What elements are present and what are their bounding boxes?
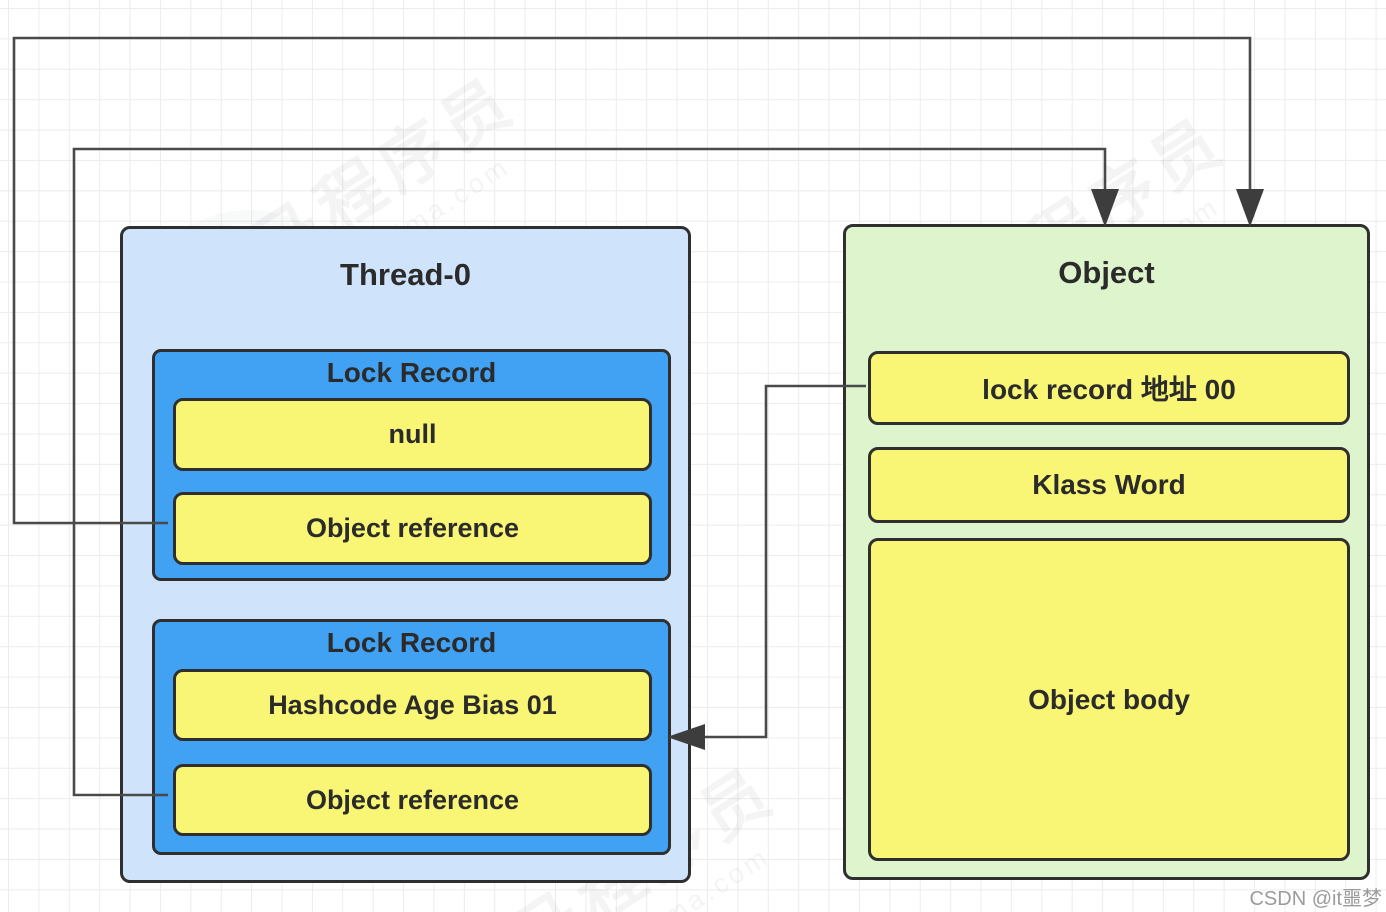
- object-body-slot: Object body: [868, 538, 1350, 861]
- arrowhead-down-icon: [1091, 189, 1119, 227]
- lock-record-2-markword-label: Hashcode Age Bias 01: [268, 689, 557, 720]
- object-klass-word-slot: Klass Word: [868, 447, 1350, 523]
- object-box: Object lock record 地址 00 Klass Word Obje…: [843, 224, 1370, 880]
- lock-record-2-object-reference-label: Object reference: [305, 784, 520, 815]
- object-box-title: Object: [1058, 255, 1155, 290]
- lock-record-1-null-label: null: [388, 419, 437, 449]
- lock-record-2: Lock Record Hashcode Age Bias 01 Object …: [152, 619, 671, 855]
- object-markword-slot: lock record 地址 00: [868, 351, 1350, 425]
- lock-record-2-title: Lock Record: [326, 627, 497, 658]
- lock-record-2-object-reference-slot: Object reference: [173, 764, 652, 836]
- lock-record-1-title: Lock Record: [326, 357, 497, 388]
- connector-markword-to-lockrecord2: [703, 384, 866, 739]
- lock-record-1-null-slot: null: [173, 398, 652, 471]
- lock-record-1-object-reference-slot: Object reference: [173, 492, 652, 565]
- thread-box: Thread-0 Lock Record null Object referen…: [120, 226, 691, 883]
- object-klass-word-label: Klass Word: [1032, 469, 1186, 500]
- object-markword-label: lock record 地址 00: [982, 374, 1236, 405]
- lock-record-2-markword-slot: Hashcode Age Bias 01: [173, 669, 652, 741]
- thread-box-title: Thread-0: [340, 257, 471, 292]
- lock-record-1-object-reference-label: Object reference: [305, 513, 520, 543]
- arrowhead-down-icon: [1236, 189, 1264, 227]
- csdn-credit: CSDN @it噩梦: [1249, 888, 1382, 910]
- lock-record-1: Lock Record null Object reference: [152, 349, 671, 581]
- object-body-label: Object body: [1028, 683, 1190, 715]
